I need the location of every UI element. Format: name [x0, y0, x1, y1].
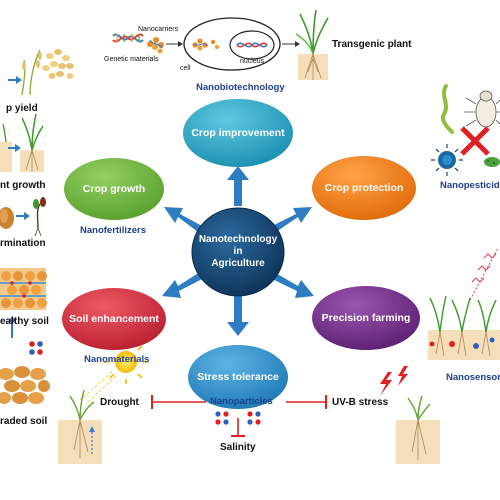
transgenic-plant-icon — [295, 9, 329, 80]
drought-plant-icon — [69, 389, 95, 458]
grain-icon — [21, 49, 74, 96]
label-nanocarriers: Nanocarriers — [138, 26, 179, 33]
arrow-to-crop-growth — [164, 207, 202, 232]
crop-protection-label: Crop protection — [324, 182, 404, 194]
label-plant-growth: nt growth — [0, 180, 46, 191]
red-cross-icon — [460, 126, 490, 156]
center-title-line-3: Agriculture — [211, 258, 265, 269]
center-title-line-1: Nanotechnology — [198, 234, 278, 245]
center-node — [191, 207, 285, 297]
label-germination: rmination — [0, 238, 46, 249]
nanopesticides-illustration — [431, 84, 500, 176]
label-transgenic-plant: Transgenic plant — [332, 39, 412, 50]
precision-farming-label: Precision farming — [321, 312, 411, 324]
degraded-soil-icon — [0, 366, 50, 404]
crop-growth-label: Crop growth — [82, 183, 146, 195]
label-healthy-soil: ealthy soil — [0, 316, 49, 327]
node-crop-improvement — [183, 99, 293, 167]
label-nucleus: nucleus — [240, 58, 265, 65]
soil-enhancement-label: Soil enhancement — [69, 313, 159, 325]
arrow-to-soil-enhancement — [162, 272, 204, 298]
center-title: Nanotechnology in Agriculture — [192, 234, 284, 270]
arrow-to-crop-protection — [272, 207, 312, 232]
worm-icon — [441, 84, 454, 134]
left-panel-illustrations — [0, 49, 74, 404]
bacteria-icon — [484, 157, 500, 167]
dna-icon — [112, 33, 144, 43]
center-title-line-2: in — [233, 246, 243, 257]
label-cell: cell — [180, 65, 191, 72]
uvb-plant-icon — [407, 395, 431, 460]
node-precision-farming — [312, 286, 420, 350]
caption-nanomaterials: Nanomaterials — [84, 354, 150, 365]
flow-arrowhead — [178, 41, 183, 47]
uvb-illustration — [380, 366, 440, 464]
node-crop-growth — [64, 158, 164, 220]
plant-growth-icon — [0, 113, 44, 172]
caption-nanobiotechnology: Nanobiotechnology — [196, 82, 285, 93]
nanocarrier-particles-icon — [147, 37, 164, 54]
lightning-icon — [380, 366, 408, 396]
nanosensors-illustration — [428, 247, 500, 360]
node-soil-enhancement — [62, 288, 166, 350]
caption-nanoparticles: Nanoparticles — [210, 396, 273, 407]
node-crop-protection — [312, 156, 416, 220]
seed-germination-icon — [0, 197, 46, 237]
healthy-soil-icon — [0, 268, 47, 310]
insect-icon — [464, 90, 500, 128]
label-salinity: Salinity — [220, 442, 256, 453]
arrow-to-stress-tolerance — [227, 296, 249, 336]
nanobiotechnology-illustration — [112, 9, 329, 80]
label-drought: Drought — [100, 397, 139, 408]
label-crop-yield: p yield — [6, 103, 38, 114]
virus-icon — [431, 144, 463, 176]
arrow-to-precision-farming — [270, 272, 314, 298]
cell-particles-icon — [192, 38, 220, 51]
label-uvb-stress: UV-B stress — [332, 397, 389, 408]
caption-nanosensors: Nanosensor — [446, 372, 500, 383]
label-genetic-materials: Genetic materials — [104, 56, 159, 63]
stress-tolerance-label: Stress tolerance — [197, 371, 279, 383]
crop-improvement-label: Crop improvement — [191, 127, 285, 139]
radial-arrows — [162, 166, 314, 336]
caption-nanopesticides: Nanopesticid — [440, 180, 500, 191]
arrow-to-crop-improvement — [227, 166, 249, 206]
label-degraded-soil: raded soil — [0, 416, 48, 427]
caption-nanofertilizers: Nanofertilizers — [80, 225, 146, 236]
nanoparticle-dots-icon — [215, 411, 261, 425]
nanoparticles-icon — [29, 341, 43, 355]
signal-wave-icon — [469, 247, 499, 301]
node-stress-tolerance — [188, 345, 288, 409]
inhibition-lines — [151, 395, 327, 437]
sensor-plants-icon — [429, 295, 497, 357]
drought-illustration — [58, 340, 148, 464]
